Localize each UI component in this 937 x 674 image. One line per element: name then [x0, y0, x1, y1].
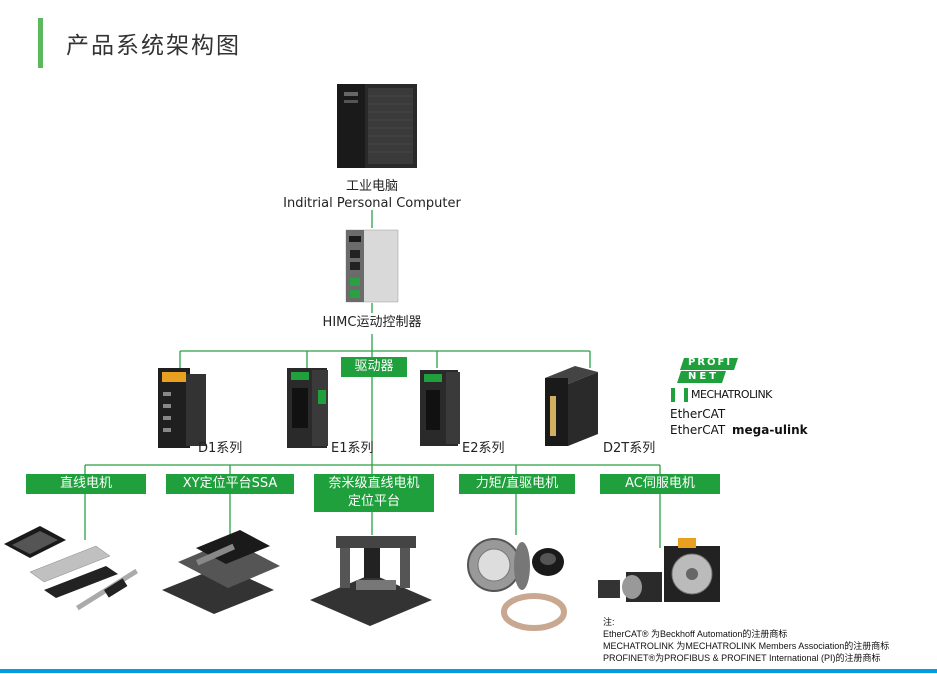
mechatrolink-logo: MECHATROLINK — [691, 388, 772, 401]
controller-label: HIMC运动控制器 — [322, 315, 422, 330]
megaulink-logo: mega-ulink — [732, 423, 808, 437]
motor-tag-nano-line1: 奈米级直线电机 — [328, 476, 420, 491]
torque-motor-image — [467, 538, 567, 631]
ipc-label: 工业电脑 Inditrial Personal Computer — [272, 178, 472, 212]
motor-tag-xy-stage: XY定位平台SSA — [166, 474, 294, 494]
drive-d1-image — [158, 368, 206, 448]
drive-e1-image — [287, 368, 328, 448]
ethercat-logo-1: EtherCAT — [670, 407, 726, 421]
controller-image — [345, 229, 399, 303]
nano-stage-image — [310, 536, 432, 626]
page-title: 产品系统架构图 — [66, 33, 241, 59]
notes-line-mechatrolink: MECHATROLINK 为MECHATROLINK Members Assoc… — [603, 641, 890, 651]
notes-line-ethercat: EtherCAT® 为Beckhoff Automation的注册商标 — [603, 629, 788, 639]
motor-tag-nano-line2: 定位平台 — [347, 494, 400, 509]
drive-e1-label: E1系列 — [331, 441, 374, 456]
xy-stage-image — [162, 530, 280, 614]
ipc-label-cn: 工业电脑 — [345, 179, 398, 194]
drive-e2-label: E2系列 — [462, 441, 505, 456]
trademark-notes: 注: EtherCAT® 为Beckhoff Automation的注册商标 M… — [603, 616, 933, 664]
bottom-accent-line — [0, 669, 937, 673]
notes-line-profinet: PROFINET®为PROFIBUS & PROFINET Internatio… — [603, 653, 881, 663]
ipc-tower-image — [337, 84, 417, 168]
title-accent-bar — [38, 18, 43, 68]
drive-e2-image — [420, 370, 460, 446]
motor-tag-linear: 直线电机 — [26, 474, 146, 494]
drives-tag: 驱动器 — [341, 357, 407, 377]
drive-d1-label: D1系列 — [198, 441, 243, 456]
profinet-logo-top: PROFI — [688, 357, 733, 368]
mechatrolink-logo-shape — [671, 388, 688, 402]
notes-heading: 注: — [603, 617, 615, 627]
linear-motor-image — [4, 526, 139, 611]
ethercat-logo-2: EtherCAT — [670, 423, 726, 437]
ipc-label-en: Inditrial Personal Computer — [283, 196, 461, 211]
motor-tag-ac-servo: AC伺服电机 — [600, 474, 720, 494]
motor-tag-torque: 力矩/直驱电机 — [459, 474, 575, 494]
drive-d2t-image — [545, 366, 598, 446]
motor-tag-nano-stage: 奈米级直线电机 定位平台 — [314, 474, 434, 512]
ac-servo-motor-image — [598, 538, 720, 602]
drive-d2t-label: D2T系列 — [603, 441, 656, 456]
profinet-logo-shape — [677, 358, 738, 383]
profinet-logo-bottom: NET — [688, 371, 720, 382]
